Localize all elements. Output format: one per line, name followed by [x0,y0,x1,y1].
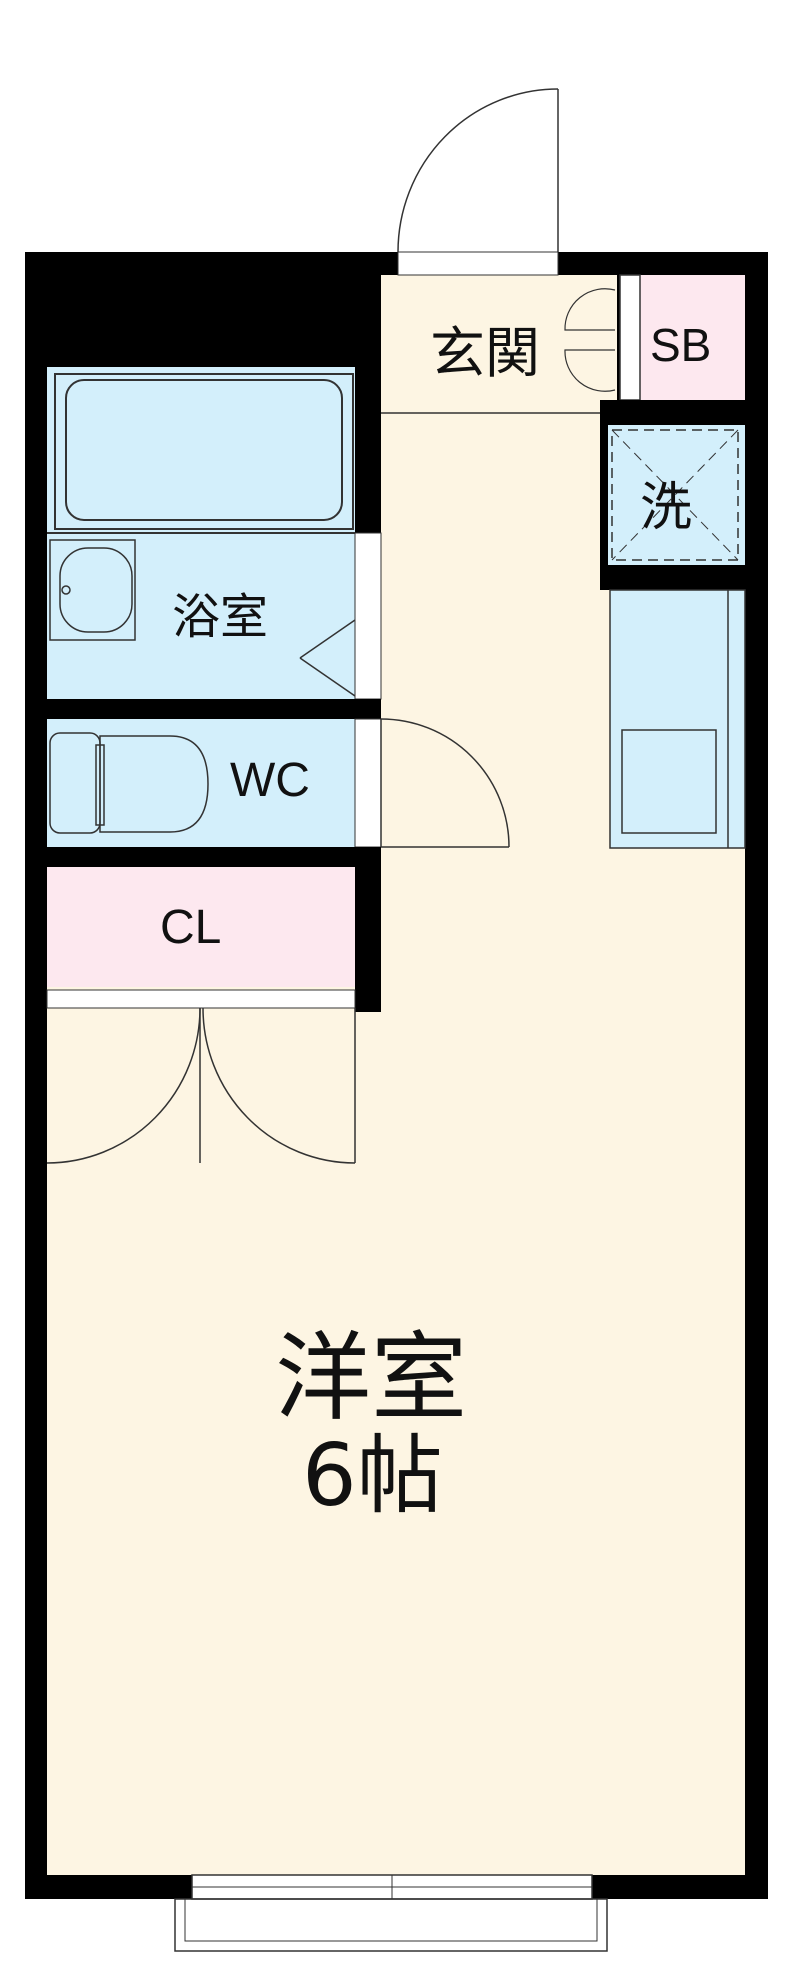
wall-cl-east [355,847,381,1012]
entrance-door-swing [397,88,559,253]
closet-door-frame [46,989,356,1009]
bathtub-inner [65,379,343,521]
bathroom-door-leaf-b [299,657,356,697]
washbasin-bowl [59,547,133,633]
shoe-box-frame [619,274,641,401]
washer-area [608,425,745,565]
bathroom-door-frame [354,532,382,700]
bathtub [54,373,354,530]
washer-label: 洗 [640,478,693,538]
toilet-door-swing [380,718,510,848]
entrance-door-gap [397,251,559,276]
washer-diagonal-b [611,429,739,561]
shoe-box-label: SB [650,319,712,371]
balcony [174,1898,608,1952]
toilet-door-frame [354,718,382,848]
western-room-label: 洋室 [275,1322,467,1434]
washer-diagonal-a [611,429,739,561]
toilet-bowl [99,735,209,833]
balcony-inner [184,1898,598,1942]
closet-door-right-swing [202,1007,356,1164]
shoe-box-area [640,275,745,400]
toilet-label: WC [230,754,310,807]
closet-floor [47,867,355,987]
shoe-box-door-a [564,288,616,331]
bathroom-door-leaf-a [299,619,356,659]
western-room-size-label: 6帖 [302,1426,443,1526]
genkan-label: 玄関 [430,321,541,385]
washbasin [49,539,136,641]
toilet-seat-bar [95,744,105,826]
closet-label: CL [160,901,222,954]
closet-door-left-swing [46,1007,201,1164]
wall-block [25,252,380,367]
wall-bath-wc [25,699,381,719]
shoe-box-door-b [564,349,616,392]
sink [621,729,717,834]
faucet [61,585,71,595]
bathroom-label: 浴室 [172,589,269,645]
kitchen-counter [609,589,746,849]
wall-wc-cl [25,847,381,867]
